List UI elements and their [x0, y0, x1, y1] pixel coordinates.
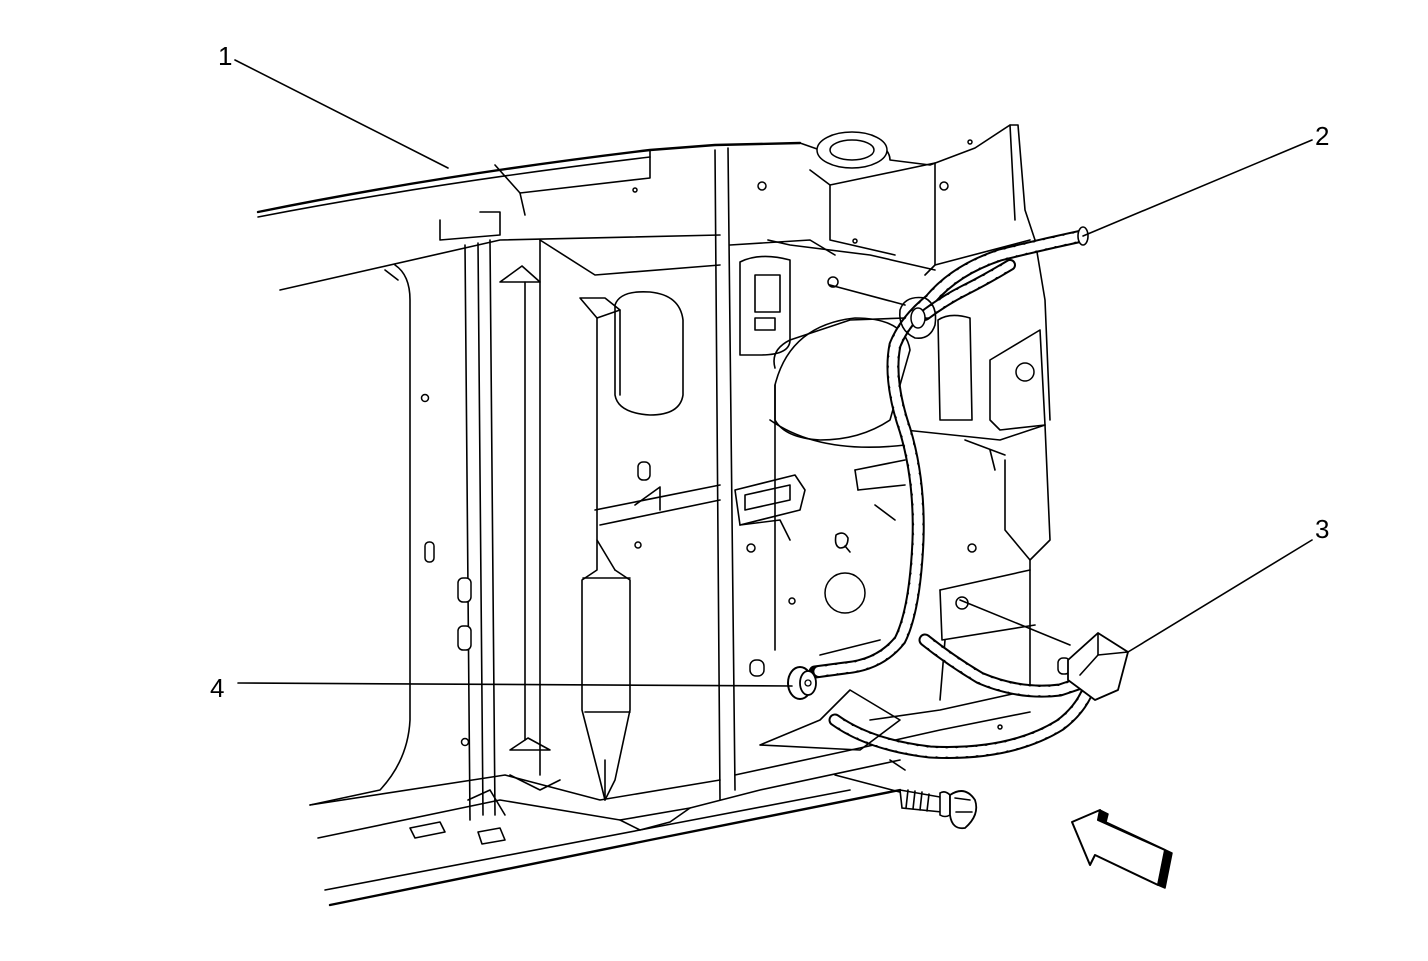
callout-4-label: 4: [210, 673, 224, 703]
wiring-harness: [808, 226, 1097, 759]
callout-3-label: 3: [1315, 514, 1329, 544]
view-direction-arrow: [1071, 809, 1173, 889]
callout-1-label: 1: [218, 41, 232, 71]
harness-grommet: [787, 666, 817, 700]
harness-connector: [1067, 632, 1129, 701]
radiator-support-panel: [256, 141, 902, 907]
mounting-bracket-panel: [729, 124, 1071, 776]
callout-leaders: [234, 59, 1313, 687]
mounting-bolt: [759, 689, 978, 830]
callout-2-label: 2: [1315, 121, 1329, 151]
